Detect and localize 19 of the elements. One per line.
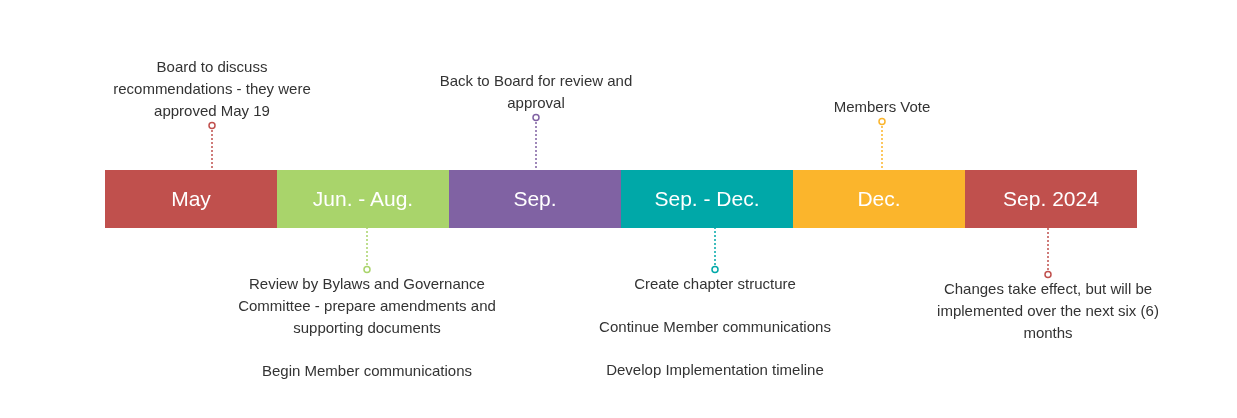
- leader-line: [532, 113, 540, 171]
- note-text: Continue Member communications: [598, 317, 832, 337]
- leader-line: [878, 117, 886, 171]
- note-text: Begin Member communications: [260, 361, 474, 381]
- leader-line: [208, 121, 216, 171]
- timeline-segment: Sep.: [449, 170, 621, 228]
- note-text: Members Vote: [832, 97, 932, 117]
- timeline-segment: Jun. - Aug.: [277, 170, 449, 228]
- note-text: Create chapter structure: [633, 274, 797, 294]
- leader-line: [1044, 227, 1052, 279]
- note-text: Develop Implementation timeline: [605, 360, 825, 380]
- note-text: Review by Bylaws and Governance Committee - prepare amendments and supporting documents: [237, 274, 497, 338]
- timeline-segment: Dec.: [793, 170, 965, 228]
- note-text: Changes take effect, but will be implemented over the next six (6) months: [936, 279, 1160, 343]
- note-text: Board to discuss recommendations - they were approved May 19: [112, 57, 312, 121]
- timeline-segment: Sep. - Dec.: [621, 170, 793, 228]
- timeline-segment: Sep. 2024: [965, 170, 1137, 228]
- timeline-segment: May: [105, 170, 277, 228]
- note-text: Back to Board for review and approval: [438, 71, 634, 113]
